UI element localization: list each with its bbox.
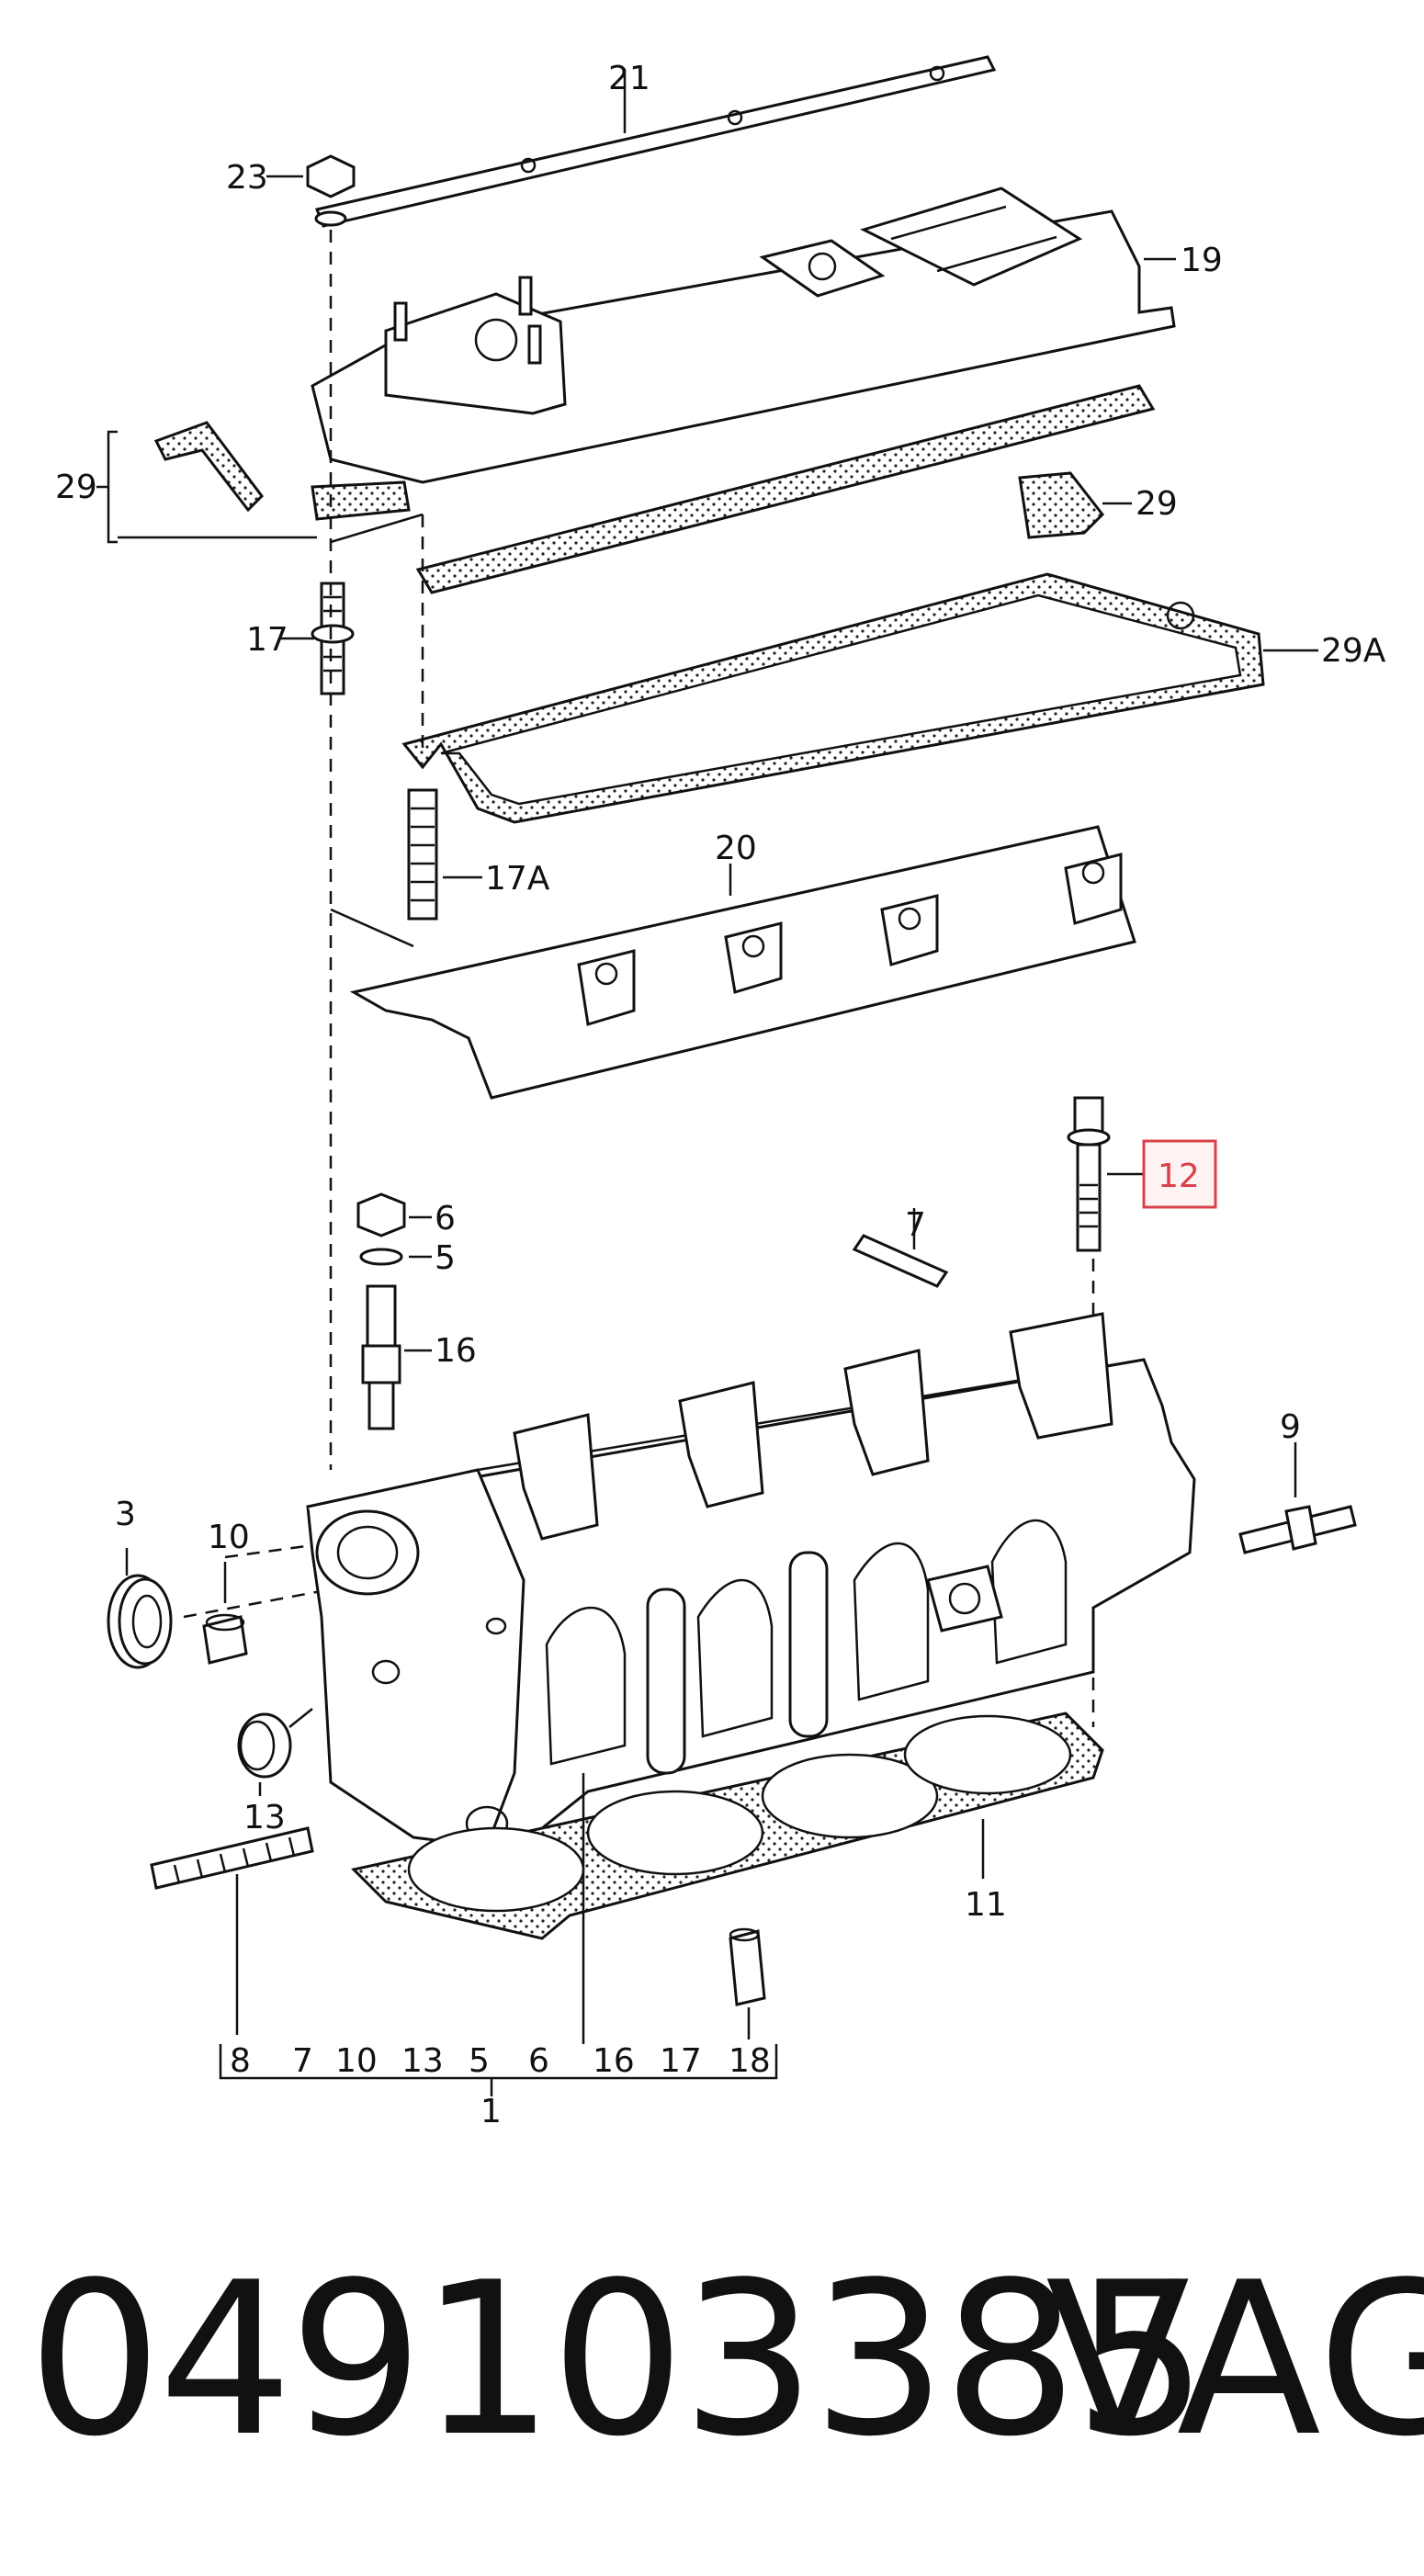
bottom-bracket [219, 2044, 778, 2096]
plug-10 [202, 1562, 248, 1665]
stud-8 [150, 1826, 314, 2035]
stud-9 [1238, 1442, 1357, 1554]
bracket-label-16: 16 [593, 2042, 635, 2080]
callout-23: 23 [226, 159, 268, 197]
callout-7: 7 [905, 1206, 926, 1244]
washer-5 [359, 1248, 432, 1266]
cap-13 [237, 1708, 313, 1796]
callout-19: 19 [1181, 242, 1223, 279]
callout-10: 10 [208, 1519, 250, 1556]
bracket-label-5: 5 [469, 2042, 490, 2080]
stud-7 [852, 1208, 949, 1288]
bracket-label-8: 8 [230, 2042, 251, 2080]
gasket-strip-upper [415, 384, 1156, 594]
callout-9: 9 [1280, 1408, 1301, 1446]
callout-16: 16 [435, 1332, 477, 1370]
callout-1: 1 [480, 2093, 502, 2130]
footer: 049103385 VAG [0, 2223, 1424, 2499]
callout-20: 20 [715, 830, 757, 867]
bracket-label-10: 10 [335, 2042, 378, 2080]
callout-17: 17 [246, 621, 288, 659]
gasket-strip-29-left [96, 421, 411, 544]
stud-17A [407, 788, 482, 921]
part-number: 049103385 [28, 2238, 1208, 2483]
dowel-18 [729, 1927, 766, 2039]
head-bolt-12 [1067, 1096, 1148, 1252]
valve-cover-19 [311, 186, 1176, 484]
bracket-label-13: 13 [401, 2042, 444, 2080]
head-gasket-11 [351, 1712, 1104, 1940]
gasket-21 [314, 55, 997, 228]
callout-21: 21 [608, 60, 650, 97]
callout-18: 18 [729, 2042, 771, 2080]
callout-29-right: 29 [1136, 485, 1178, 523]
nut-23 [266, 154, 356, 227]
camshaft-bearing-caps [513, 1312, 1113, 1541]
nut-6 [356, 1192, 432, 1237]
exploded-view-diagram: 21 23 19 29 29 [55, 55, 1386, 2130]
gasket-plug-29-right [1018, 471, 1132, 539]
callout-13: 13 [243, 1799, 286, 1836]
callout-3: 3 [115, 1496, 136, 1533]
bracket-label-7: 7 [292, 2042, 313, 2080]
highlight-box-12 [1142, 1139, 1217, 1209]
callout-6: 6 [435, 1200, 456, 1237]
brand-name: VAG [1045, 2238, 1424, 2483]
stud-17 [280, 582, 355, 695]
sleeve-16 [361, 1284, 432, 1430]
callout-29A: 29A [1321, 632, 1386, 670]
bracket-label-6: 6 [528, 2042, 549, 2080]
callout-12: 12 [1158, 1158, 1200, 1195]
bracket-label-17: 17 [660, 2042, 702, 2080]
callout-29-left: 29 [55, 469, 97, 506]
oil-seal-3 [107, 1548, 173, 1669]
callout-5: 5 [435, 1239, 456, 1277]
baffle-plate-20 [349, 825, 1136, 1100]
gasket-29A [401, 572, 1318, 824]
callout-11: 11 [965, 1886, 1007, 1924]
callout-17A: 17A [485, 860, 550, 898]
